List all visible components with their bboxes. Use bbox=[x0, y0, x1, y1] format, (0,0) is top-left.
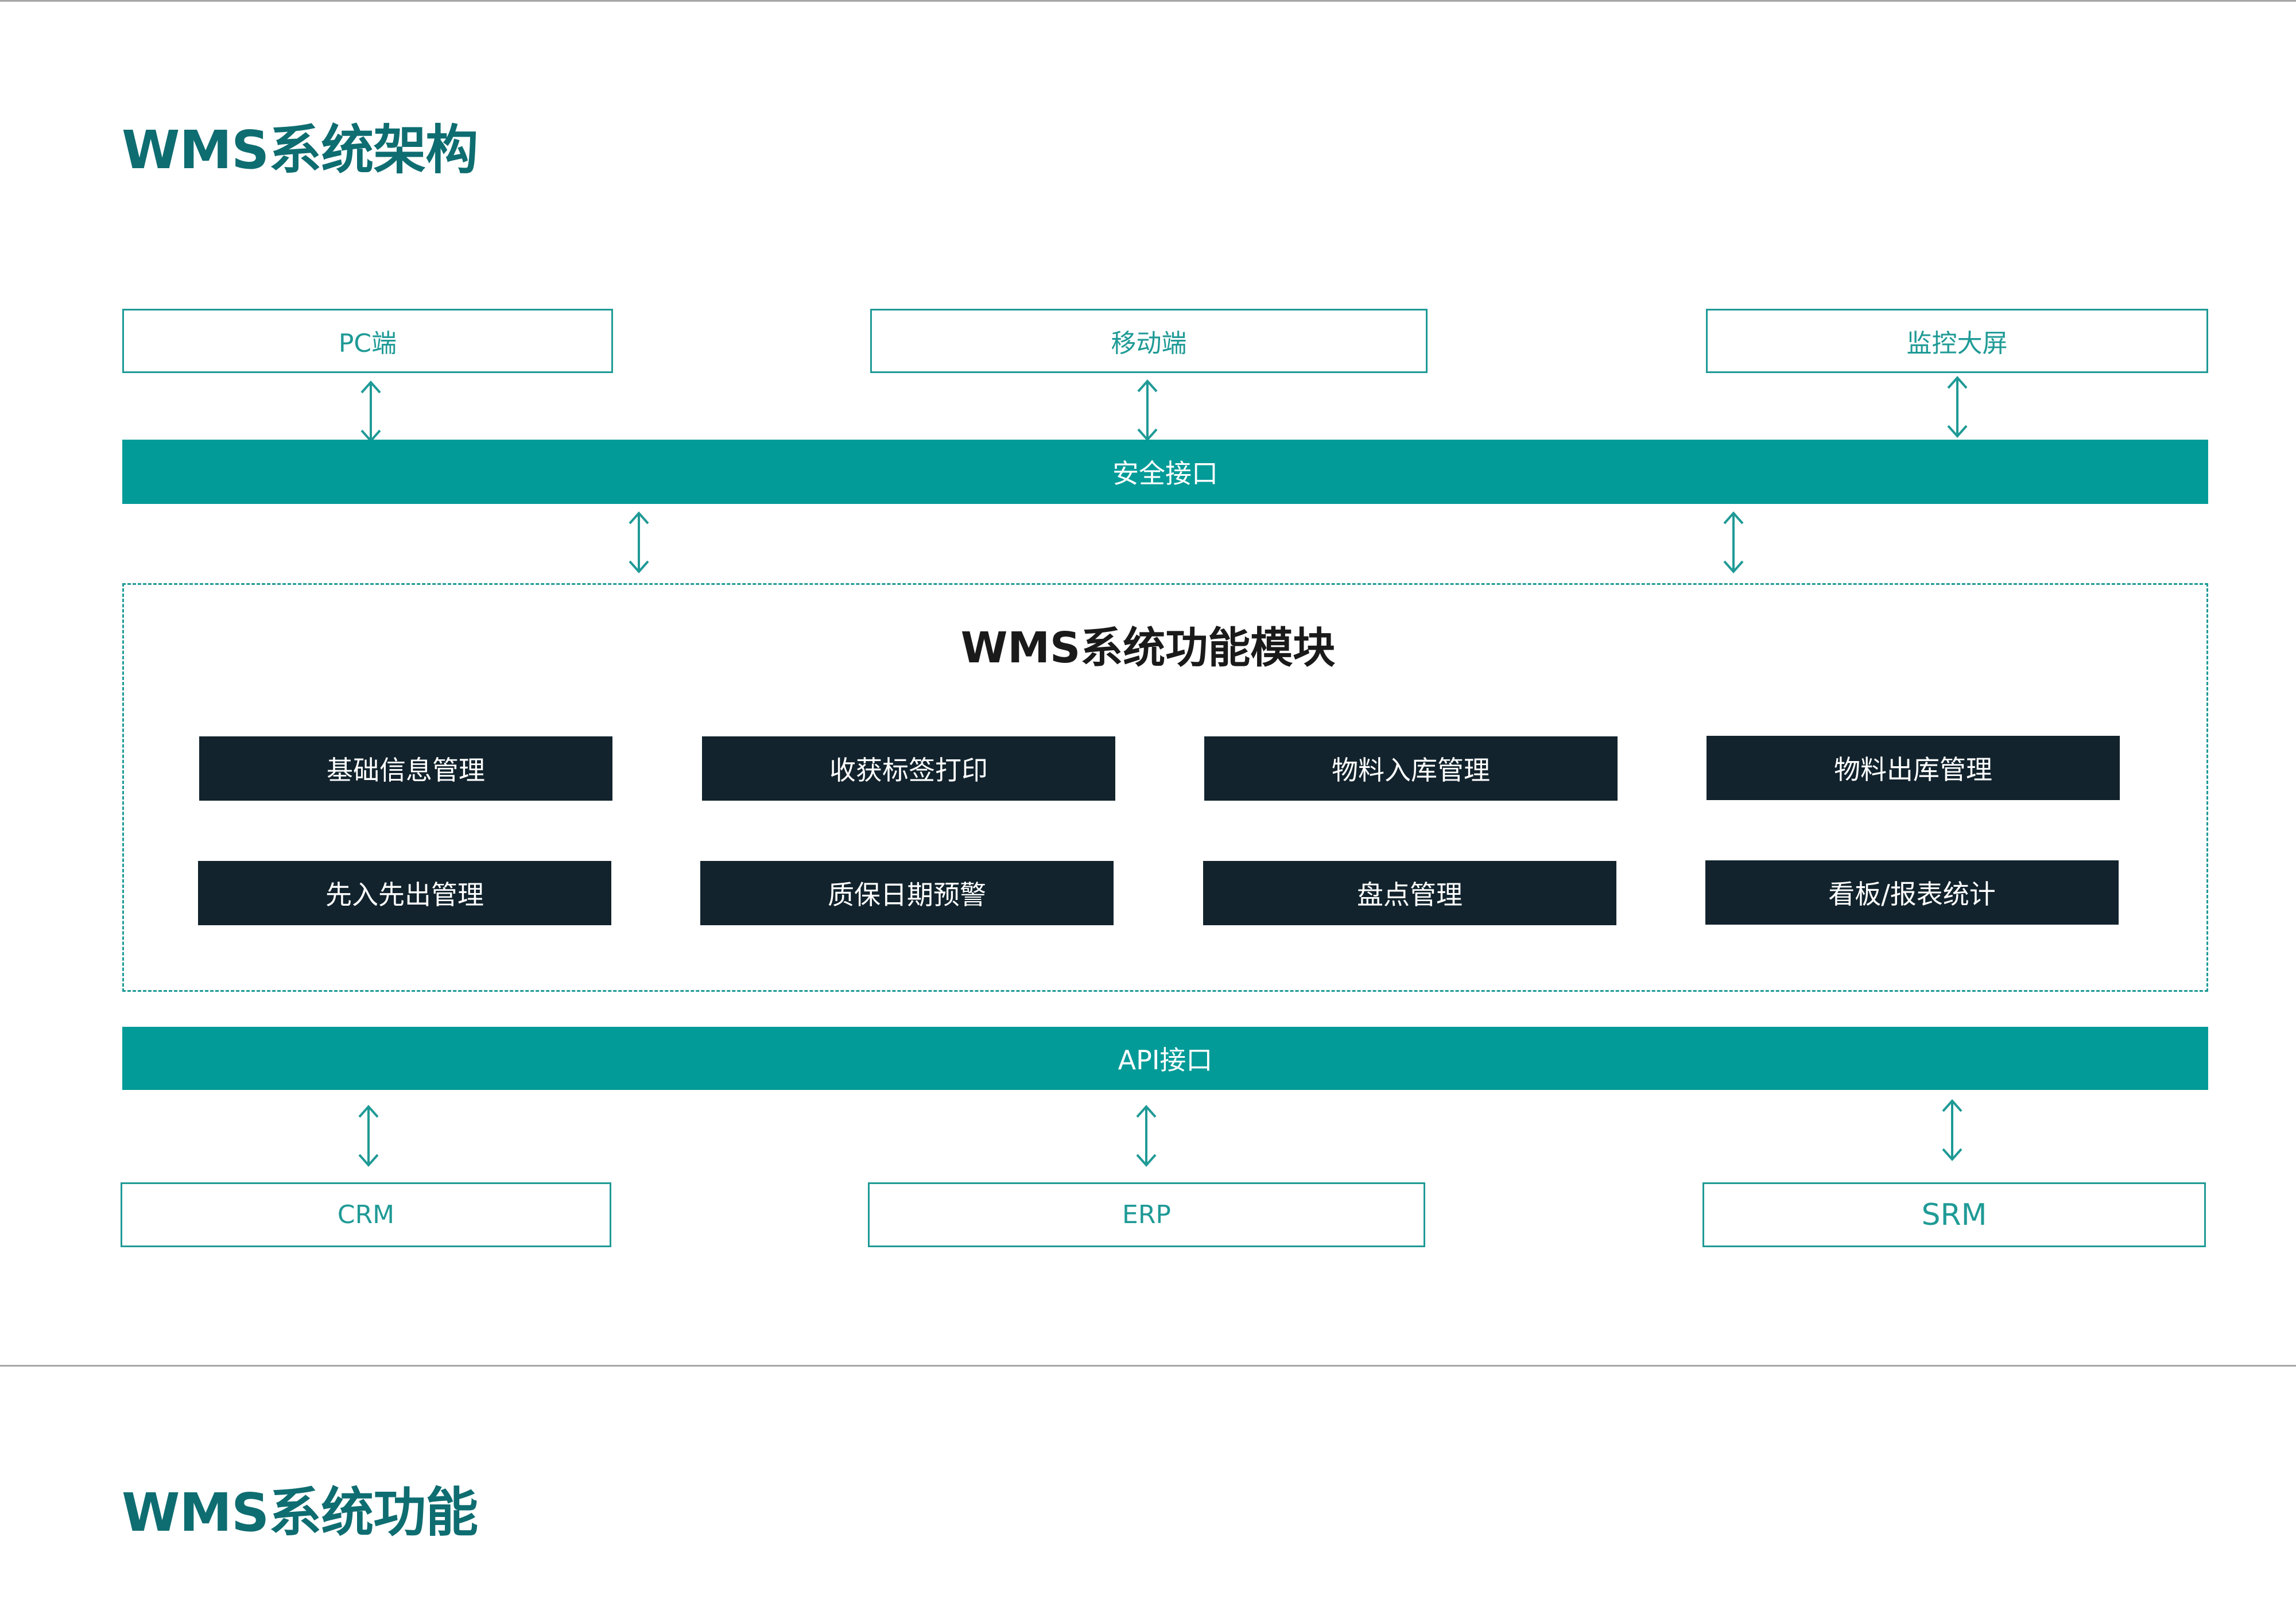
module-label: 看板/报表统计 bbox=[1828, 879, 1996, 910]
api-interface-bar: API接口 bbox=[122, 1027, 2208, 1090]
module-inventory-count: 盘点管理 bbox=[1203, 861, 1616, 925]
client-monitor-screen-label: 监控大屏 bbox=[1906, 329, 2008, 358]
module-dashboard-report: 看板/报表统计 bbox=[1705, 860, 2119, 925]
module-label: 基础信息管理 bbox=[327, 755, 485, 786]
module-label: 物料出库管理 bbox=[1834, 754, 1992, 785]
module-basic-info: 基础信息管理 bbox=[199, 736, 612, 801]
external-srm: SRM bbox=[1702, 1182, 2206, 1247]
double-arrow-icon bbox=[1135, 1104, 1158, 1167]
double-arrow-icon bbox=[359, 380, 382, 443]
security-interface-label: 安全接口 bbox=[1112, 458, 1218, 489]
double-arrow-icon bbox=[1941, 1099, 1964, 1162]
module-frame bbox=[122, 583, 2208, 992]
double-arrow-icon bbox=[1722, 511, 1745, 574]
external-srm-label: SRM bbox=[1921, 1197, 1987, 1232]
top-divider bbox=[0, 0, 2296, 2]
external-erp: ERP bbox=[868, 1182, 1425, 1247]
security-interface-bar: 安全接口 bbox=[122, 440, 2208, 504]
external-crm-label: CRM bbox=[337, 1200, 395, 1229]
module-label: 质保日期预警 bbox=[828, 879, 986, 910]
client-pc-label: PC端 bbox=[338, 329, 397, 358]
client-mobile: 移动端 bbox=[870, 309, 1428, 373]
module-fifo: 先入先出管理 bbox=[198, 861, 611, 925]
architecture-title: WMS系统架构 bbox=[122, 119, 478, 181]
module-warranty-alert: 质保日期预警 bbox=[700, 861, 1114, 925]
section-divider bbox=[0, 1365, 2296, 1367]
module-outbound: 物料出库管理 bbox=[1707, 736, 2120, 800]
client-monitor-screen: 监控大屏 bbox=[1706, 309, 2208, 373]
double-arrow-icon bbox=[357, 1104, 380, 1167]
module-label: 盘点管理 bbox=[1357, 879, 1463, 910]
module-label: 收获标签打印 bbox=[829, 755, 988, 786]
external-crm: CRM bbox=[121, 1182, 611, 1247]
function-title: WMS系统功能 bbox=[122, 1482, 478, 1543]
api-interface-label: API接口 bbox=[1118, 1045, 1213, 1076]
module-label-printing: 收获标签打印 bbox=[702, 736, 1115, 801]
double-arrow-icon bbox=[627, 511, 650, 574]
module-inbound: 物料入库管理 bbox=[1204, 736, 1618, 801]
external-erp-label: ERP bbox=[1122, 1200, 1171, 1229]
module-label: 先入先出管理 bbox=[325, 879, 484, 910]
module-section-title: WMS系统功能模块 bbox=[960, 623, 1336, 673]
double-arrow-icon bbox=[1946, 375, 1969, 439]
client-mobile-label: 移动端 bbox=[1111, 329, 1187, 358]
client-pc: PC端 bbox=[122, 309, 613, 373]
double-arrow-icon bbox=[1136, 379, 1159, 442]
module-label: 物料入库管理 bbox=[1332, 755, 1490, 786]
